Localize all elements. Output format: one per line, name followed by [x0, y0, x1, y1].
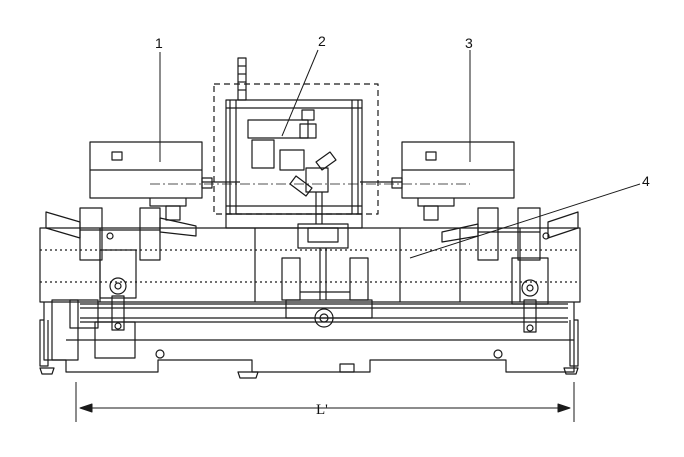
callout-3: 3	[465, 35, 473, 51]
central-carriage	[281, 223, 373, 328]
left-fixture	[45, 207, 197, 331]
machine-bed	[39, 227, 581, 379]
right-fixture	[441, 207, 579, 333]
right-head	[360, 141, 515, 221]
callout-4: 4	[642, 173, 650, 189]
guide-rails	[51, 299, 568, 361]
callout-1: 1	[155, 35, 163, 51]
callout-leaders	[159, 49, 641, 259]
left-head	[89, 141, 240, 221]
callout-2: 2	[318, 33, 326, 49]
central-frame	[213, 57, 379, 229]
dimension-label: L'	[316, 402, 328, 418]
dimension-line	[75, 382, 575, 422]
